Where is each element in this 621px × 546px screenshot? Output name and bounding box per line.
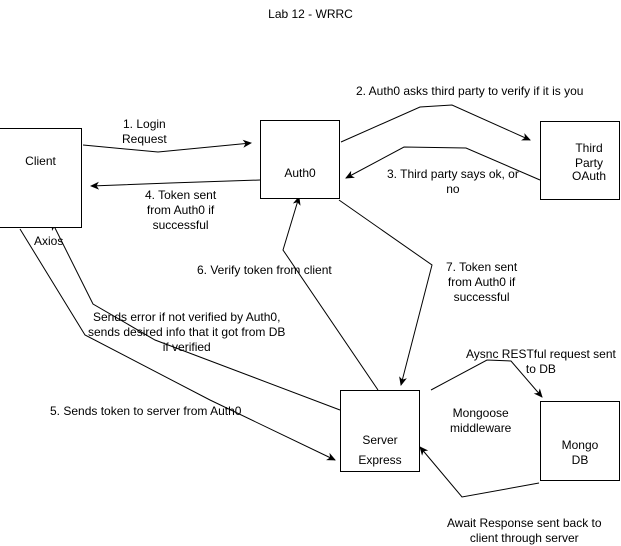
- mongoose-label: Mongoose middleware: [450, 406, 511, 436]
- diagram-title: Lab 12 - WRRC: [268, 7, 353, 21]
- await-response-line-1: Await Response sent back to: [447, 516, 602, 530]
- sends-error-label: Sends error if not verified by Auth0, se…: [88, 310, 285, 355]
- client-label: Client: [25, 154, 56, 168]
- server-express-node[interactable]: Server Express: [340, 390, 420, 472]
- sends-error-line-3: if verified: [162, 340, 211, 354]
- third-party-line-1: Third: [575, 141, 603, 155]
- token-to-client-line-1: 4. Token sent: [145, 188, 217, 202]
- async-request-line-2: to DB: [525, 362, 556, 376]
- third-party-line-3: OAuth: [571, 169, 607, 183]
- sends-error-line-1: Sends error if not verified by Auth0,: [93, 310, 281, 324]
- edge-verify-token: [282, 196, 379, 391]
- edge-token-to-server: [338, 199, 433, 386]
- auth0-label: Auth0: [284, 166, 316, 180]
- token-to-server-label: 7. Token sent from Auth0 if successful: [446, 260, 517, 305]
- async-request-line-1: Aysnc RESTful request sent: [466, 347, 616, 361]
- third-party-ok-line-1: 3. Third party says ok, or: [387, 167, 519, 181]
- auth0-asks-label: 2. Auth0 asks third party to verify if i…: [356, 84, 584, 98]
- axios-label: Axios: [34, 234, 64, 248]
- token-to-client-line-2: from Auth0 if: [146, 203, 215, 217]
- mongo-line-2: DB: [571, 453, 589, 467]
- token-to-server-line-3: successful: [453, 290, 510, 304]
- mongo-line-1: Mongo: [561, 438, 599, 452]
- edge-await-response: [419, 446, 540, 498]
- await-response-label: Await Response sent back to client throu…: [447, 516, 602, 546]
- third-party-ok-label: 3. Third party says ok, or no: [387, 167, 519, 197]
- edge-login-request: [82, 139, 252, 153]
- mongoose-line-1: Mongoose: [452, 406, 509, 420]
- edge-sends-token: [19, 228, 336, 461]
- token-to-server-line-1: 7. Token sent: [446, 260, 518, 274]
- login-request-line-2: Request: [122, 132, 167, 146]
- verify-token-label: 6. Verify token from client: [197, 263, 332, 277]
- login-request-label: 1. Login Request: [122, 117, 167, 147]
- token-to-server-line-2: from Auth0 if: [447, 275, 516, 289]
- mongo-db-node[interactable]: Mongo DB: [540, 401, 620, 481]
- client-node[interactable]: Client: [0, 128, 82, 228]
- mongoose-line-2: middleware: [450, 421, 512, 435]
- token-to-client-line-3: successful: [152, 218, 209, 232]
- async-request-label: Aysnc RESTful request sent to DB: [466, 347, 616, 377]
- sends-token-label: 5. Sends token to server from Auth0: [50, 404, 242, 418]
- login-request-line-1: 1. Login: [123, 117, 166, 131]
- await-response-line-2: client through server: [469, 531, 579, 545]
- third-party-oauth-node[interactable]: Third Party OAuth: [540, 121, 620, 200]
- edge-sends-error: [51, 221, 341, 411]
- third-party-line-2: Party: [574, 156, 603, 170]
- token-to-client-label: 4. Token sent from Auth0 if successful: [145, 188, 216, 233]
- edge-third-party-ok: [345, 146, 541, 181]
- third-party-ok-line-2: no: [446, 182, 460, 196]
- server-line-1: Server: [362, 433, 398, 447]
- edge-async-request: [430, 359, 543, 398]
- edge-auth0-asks: [340, 104, 531, 143]
- server-line-2: Express: [358, 453, 402, 467]
- sends-error-line-2: sends desired info that it got from DB: [88, 325, 286, 339]
- edge-token-to-client: [90, 179, 261, 190]
- auth0-node[interactable]: Auth0: [260, 120, 340, 199]
